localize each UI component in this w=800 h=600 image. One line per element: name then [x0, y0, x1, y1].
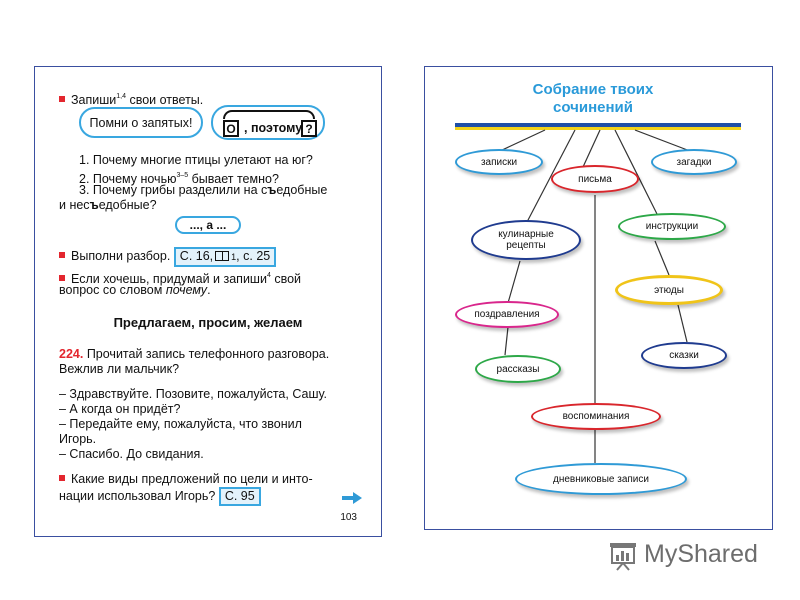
textbook-page-right: Собрание твоих сочинений записки письма …: [424, 66, 773, 530]
page-reference-box: С. 95: [218, 487, 261, 506]
sentence-scheme-oval: О , поэтому ?: [211, 105, 325, 140]
scheme-box-o: О: [223, 120, 239, 137]
presentation-board-icon: [610, 543, 636, 571]
question-3-line-1: 3. Почему грибы разделили на съедобные: [79, 183, 328, 197]
task-write-answers: Запиши1,4 свои ответы.: [59, 89, 203, 108]
scheme-word: , поэтому: [244, 121, 303, 135]
mind-map-connectors: [499, 129, 691, 463]
exercise-224-line-2: Вежлив ли мальчик?: [59, 362, 180, 376]
section-heading: Предлагаем, просим, желаем: [113, 315, 303, 330]
question-3-line-2: и несъедобные?: [59, 198, 157, 212]
red-square-bullet-icon: [59, 96, 65, 102]
textbook-page-left: Запиши1,4 свои ответы. Помни о запятых! …: [34, 66, 382, 537]
red-square-bullet-icon: [59, 275, 65, 281]
red-square-bullet-icon: [59, 252, 65, 258]
exercise-224-line-1: 224. Прочитай запись телефонного разгово…: [59, 347, 330, 361]
node-zagadki: загадки: [651, 149, 737, 175]
watermark-text: MyShared: [644, 540, 758, 568]
node-pozdravlenia: поздравления: [455, 301, 559, 328]
node-skazki: сказки: [641, 342, 727, 369]
dialogue-line-1: – Здравствуйте. Позовите, пожалуйста, Са…: [59, 387, 327, 401]
title-underline-blue: [455, 123, 741, 127]
dialogue-line-5: – Спасибо. До свидания.: [59, 447, 204, 461]
node-etyudy: этюды: [615, 275, 723, 305]
node-vospominania: воспоминания: [531, 403, 661, 430]
node-pisma: письма: [551, 165, 639, 193]
mind-map-title: Собрание твоих сочинений: [532, 81, 654, 116]
page-number: 103: [340, 512, 357, 523]
title-underline-yellow: [455, 127, 741, 130]
node-zapiski: записки: [455, 149, 543, 175]
commas-reminder-text: Помни о запятых!: [89, 115, 193, 130]
pattern-oval: ..., а ...: [175, 216, 241, 234]
task-compose-line-2: вопрос со словом почему.: [59, 283, 211, 297]
dialogue-line-3: – Передайте ему, пожалуйста, что звонил: [59, 417, 302, 431]
page-reference-box: С. 16,1, с. 25: [173, 247, 277, 267]
node-instrukcii: инструкции: [618, 213, 726, 240]
dialogue-line-2: – А когда он придёт?: [59, 402, 181, 416]
task-compose-line-1: Если хочешь, придумай и запиши4 свой: [59, 268, 301, 287]
task-question-types-line-2: нации использовал Игорь? С. 95: [59, 487, 261, 506]
scheme-box-question: ?: [301, 120, 317, 137]
question-2: 2. Почему ночью3–5 бывает темно?: [79, 172, 279, 186]
question-1: 1. Почему многие птицы улетают на юг?: [79, 153, 313, 167]
task-analysis: Выполни разбор. С. 16,1, с. 25: [59, 247, 277, 267]
node-rasskazy: рассказы: [475, 355, 561, 383]
myshared-watermark: MyShared: [608, 537, 778, 577]
open-book-icon: [215, 251, 230, 261]
scheme-arc-icon: [223, 110, 315, 119]
dialogue-line-4: Игорь.: [59, 432, 97, 446]
commas-reminder-oval: Помни о запятых!: [79, 107, 203, 138]
red-square-bullet-icon: [59, 475, 65, 481]
next-page-arrow-icon[interactable]: [341, 491, 363, 505]
node-dnevnikovye-zapisi: дневниковые записи: [515, 463, 687, 495]
task-question-types-line-1: Какие виды предложений по цели и инто-: [59, 472, 313, 487]
